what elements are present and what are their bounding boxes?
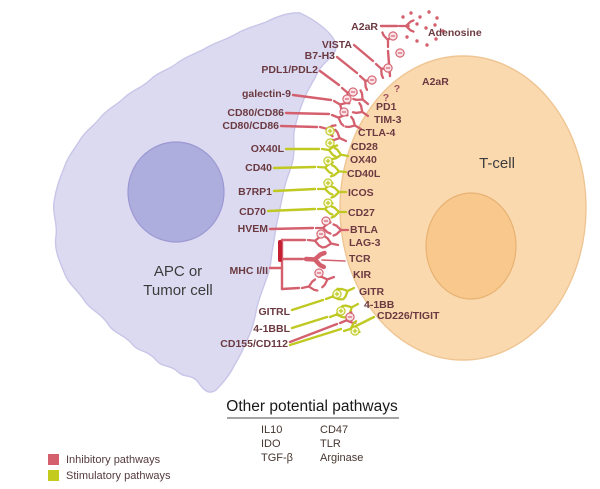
- receptor-y-glyph: [332, 223, 350, 237]
- legend-label-stimulatory: Stimulatory pathways: [66, 470, 171, 482]
- pathway-line: [288, 322, 339, 344]
- adenosine-dot-icon: [401, 15, 405, 19]
- receptor-label-btla: BTLA: [350, 224, 378, 236]
- adenosine-dot-icon: [441, 29, 445, 33]
- receptor-y-glyph: [331, 146, 350, 161]
- pathway-line: [335, 55, 359, 75]
- adenosine-dot-icon: [425, 43, 429, 47]
- unknown-receptor-b7h3: ?: [383, 92, 389, 104]
- receptor-y-glyph: [337, 286, 356, 301]
- receptor-label-cd226-tigit: CD226/TIGIT: [377, 310, 440, 322]
- receptor-y-glyph: [300, 278, 319, 292]
- adenosine-dot-icon: [427, 10, 431, 14]
- adenosine-dot-icon: [424, 26, 428, 30]
- receptor-label-cd40l: CD40L: [347, 168, 381, 180]
- adenosine-label: Adenosine: [428, 27, 482, 39]
- receptor-y-glyph: [397, 19, 415, 33]
- pathway-line: [272, 165, 317, 170]
- other-pathway-ido: IDO: [261, 438, 281, 450]
- pathway-line: [280, 286, 301, 291]
- pathway-line: [291, 93, 333, 102]
- pathway-artwork: [266, 10, 445, 347]
- receptor-y-glyph: [330, 185, 348, 199]
- ligand-label-pdl1-pdl2: PDL1/PDL2: [261, 64, 318, 76]
- pathway-line: [350, 315, 376, 330]
- ligand-label-ox40l: OX40L: [251, 143, 285, 155]
- adenosine-dot-icon: [435, 16, 439, 20]
- unknown-receptor-vista: ?: [394, 83, 400, 95]
- receptor-y-glyph: [320, 144, 339, 158]
- tcell-label: T-cell: [479, 155, 515, 172]
- adenosine-dot-icon: [418, 15, 422, 19]
- pathway-line: [290, 315, 329, 330]
- adenosine-dot-icon: [415, 39, 419, 43]
- other-pathway-tgfb: TGF-β: [261, 452, 293, 464]
- ligand-label-cd80-cd86b: CD80/CD86: [222, 120, 279, 132]
- ligand-label-galectin9: galectin-9: [242, 88, 291, 100]
- ligand-label-hvem: HVEM: [238, 223, 269, 235]
- ligand-label-cd40: CD40: [245, 162, 272, 174]
- legend-swatch-inhibitory: [48, 454, 59, 465]
- pathway-line: [266, 207, 317, 213]
- receptor-y-glyph: [351, 101, 370, 118]
- ligand-label-b7rp1: B7RP1: [238, 186, 272, 198]
- receptor-label-ox40: OX40: [350, 154, 377, 166]
- receptor-y-glyph: [303, 250, 327, 270]
- receptor-label-lag3: LAG-3: [349, 237, 381, 249]
- receptor-label-a2ar: A2aR: [422, 76, 449, 88]
- receptor-label-cd27: CD27: [348, 207, 375, 219]
- other-pathway-tlr: TLR: [320, 438, 341, 450]
- receptor-label-tim3: TIM-3: [374, 114, 402, 126]
- receptor-label-kir: KIR: [353, 269, 372, 281]
- pathway-line: [272, 187, 317, 193]
- ligand-label-mhc: MHC I/II: [230, 265, 269, 277]
- other-pathway-il10: IL10: [261, 424, 282, 436]
- other-pathway-arginase: Arginase: [320, 452, 363, 464]
- ligand-label-vista: VISTA: [322, 39, 353, 51]
- pathway-line: [284, 111, 331, 116]
- pathway-line: [268, 226, 315, 231]
- other-pathway-cd47: CD47: [320, 424, 348, 436]
- adenosine-dot-icon: [409, 11, 413, 15]
- receptor-label-gitr: GITR: [359, 286, 384, 298]
- ligand-label-cd80-cd86a: CD80/CD86: [227, 107, 284, 119]
- receptor-label-pd1: PD1: [376, 101, 397, 113]
- pathway-line: [290, 298, 325, 312]
- tcell-nucleus: [425, 192, 517, 300]
- ligand-label-41bbl: 4-1BBL: [253, 323, 290, 335]
- ligand-label-a2ar: A2aR: [351, 21, 378, 33]
- ligand-label-cd70: CD70: [239, 206, 266, 218]
- adenosine-dot-icon: [406, 24, 410, 28]
- pathway-line: [279, 124, 319, 129]
- pathway-line: [352, 43, 375, 63]
- adenosine-dot-icon: [415, 22, 419, 26]
- apc-label-line2: Tumor cell: [143, 282, 212, 299]
- ligand-label-cd155: CD155/CD112: [220, 338, 288, 350]
- other-pathways-title: Other potential pathways: [226, 398, 398, 415]
- receptor-y-glyph: [330, 205, 348, 219]
- legend-label-inhibitory: Inhibitory pathways: [66, 454, 161, 466]
- pathway-line: [321, 259, 346, 262]
- legend-swatch-stimulatory: [48, 470, 59, 481]
- receptor-y-glyph: [329, 164, 348, 178]
- adenosine-dot-icon: [433, 23, 437, 27]
- adenosine-dot-icon: [434, 37, 438, 41]
- receptor-label-icos: ICOS: [348, 187, 374, 199]
- receptor-label-ctla4: CTLA-4: [358, 127, 395, 139]
- pathway-line: [318, 69, 341, 87]
- pathway-line: [288, 327, 343, 347]
- receptor-y-glyph: [344, 115, 363, 131]
- adenosine-dot-icon: [405, 35, 409, 39]
- receptor-y-glyph: [321, 235, 340, 249]
- receptor-label-cd28: CD28: [351, 141, 378, 153]
- receptor-label-tcr: TCR: [349, 253, 371, 265]
- apc-label-line1: APC or: [154, 263, 202, 280]
- ligand-label-gitrl: GITRL: [259, 306, 291, 318]
- apc-nucleus: [127, 141, 225, 243]
- receptor-label-41bb: 4-1BB: [364, 299, 395, 311]
- receptor-y-glyph: [352, 89, 370, 106]
- ligand-label-b7h3: B7-H3: [305, 50, 336, 62]
